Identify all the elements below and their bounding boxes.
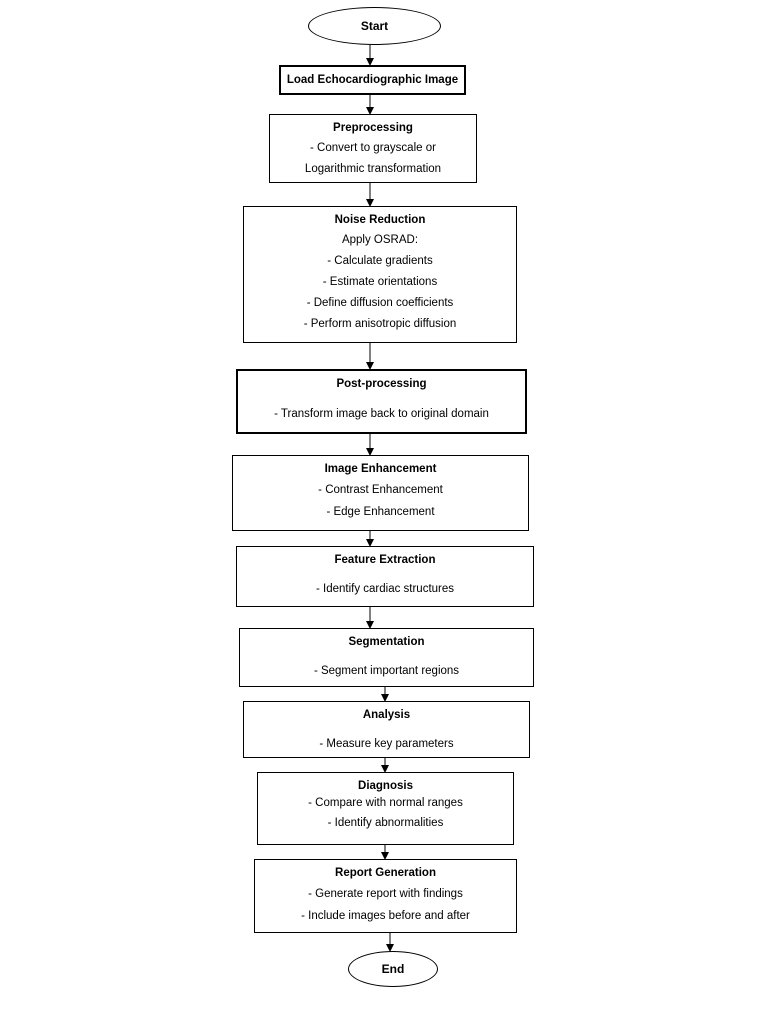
step-segmentation: Segmentation - Segment important regions xyxy=(239,628,534,687)
end-node: End xyxy=(348,951,438,987)
step-image-enhancement-detail: - Contrast Enhancement xyxy=(318,484,443,496)
step-post-processing-detail: - Transform image back to original domai… xyxy=(274,408,489,420)
step-segmentation-detail: - Segment important regions xyxy=(313,665,460,677)
step-feature-extraction-title: Feature Extraction xyxy=(334,554,436,566)
step-image-enhancement-title: Image Enhancement xyxy=(324,463,437,475)
step-report-generation-title: Report Generation xyxy=(335,867,436,879)
step-image-enhancement-detail: - Edge Enhancement xyxy=(326,506,435,518)
step-report-generation-detail: - Generate report with findings xyxy=(308,888,463,900)
step-noise-reduction-title: Noise Reduction xyxy=(334,214,426,226)
step-preprocessing-detail: - Convert to grayscale or xyxy=(310,142,436,154)
end-label: End xyxy=(381,962,405,976)
step-load-image: Load Echocardiographic Image xyxy=(279,65,466,95)
step-report-generation-detail: - Include images before and after xyxy=(301,910,470,922)
step-diagnosis-detail: - Compare with normal ranges xyxy=(308,797,463,809)
step-noise-reduction-detail: - Calculate gradients xyxy=(327,255,433,267)
step-noise-reduction-detail: Apply OSRAD: xyxy=(341,234,419,246)
step-preprocessing: Preprocessing - Convert to grayscale or Lo… xyxy=(269,114,477,183)
start-node: Start xyxy=(308,7,441,45)
step-analysis: Analysis - Measure key parameters xyxy=(243,701,530,758)
step-feature-extraction: Feature Extraction - Identify cardiac str… xyxy=(236,546,534,607)
step-post-processing: Post-processing - Transform image back to… xyxy=(236,369,527,434)
step-report-generation: Report Generation - Generate report with … xyxy=(254,859,517,933)
step-post-processing-title: Post-processing xyxy=(336,378,427,390)
step-noise-reduction-detail: - Estimate orientations xyxy=(322,276,438,288)
step-noise-reduction-detail: - Perform anisotropic diffusion xyxy=(303,318,457,330)
step-preprocessing-detail: Logarithmic transformation xyxy=(304,163,442,175)
step-diagnosis-detail: - Identify abnormalities xyxy=(327,817,444,829)
step-load-image-title: Load Echocardiographic Image xyxy=(286,74,459,86)
step-analysis-title: Analysis xyxy=(362,709,411,721)
step-diagnosis: Diagnosis - Compare with normal ranges - I… xyxy=(257,772,514,845)
start-label: Start xyxy=(360,19,389,33)
step-image-enhancement: Image Enhancement - Contrast Enhancement -… xyxy=(232,455,529,531)
step-analysis-detail: - Measure key parameters xyxy=(319,738,454,750)
step-feature-extraction-detail: - Identify cardiac structures xyxy=(315,583,455,595)
step-diagnosis-title: Diagnosis xyxy=(358,780,413,792)
step-preprocessing-title: Preprocessing xyxy=(333,122,413,134)
step-segmentation-title: Segmentation xyxy=(348,636,425,648)
step-noise-reduction-detail: - Define diffusion coefficients xyxy=(306,297,454,309)
